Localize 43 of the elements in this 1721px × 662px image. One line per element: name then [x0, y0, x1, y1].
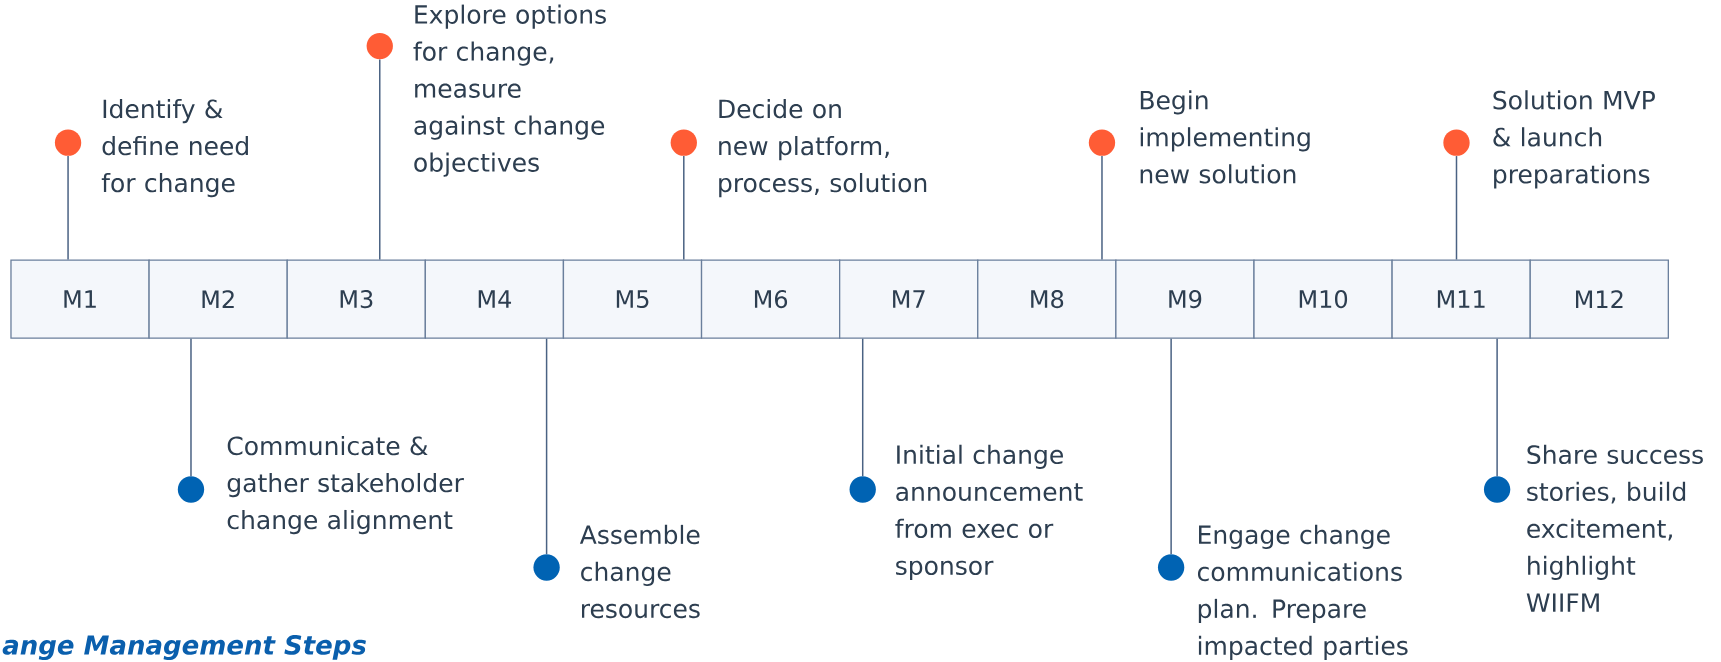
month-cell: M7	[839, 259, 979, 339]
timeline-dot	[1088, 129, 1116, 156]
month-cell: M6	[700, 259, 841, 339]
connector-line	[1101, 155, 1103, 261]
month-cell: M5	[562, 259, 703, 339]
timeline-dot	[177, 476, 205, 503]
timeline-dot	[670, 129, 697, 156]
title: ange Management Steps	[2, 635, 366, 661]
step-description: Solution MVP & launch preparations	[1493, 90, 1655, 189]
step-description: Communicate & gather stakeholder change alignment	[227, 435, 464, 535]
connector-line	[190, 337, 192, 477]
step-description: Decide on new platform, process, solution	[719, 99, 927, 198]
connector-line	[1455, 155, 1458, 261]
step-description: Begin implementing new solution	[1140, 90, 1310, 184]
connector-line	[1170, 337, 1172, 555]
connector-line	[1496, 337, 1498, 477]
step-description: Explore options for change, measure against change objectives	[413, 4, 606, 177]
timeline-dot	[533, 554, 560, 581]
month-cell: M12	[1529, 259, 1669, 339]
month-cell: M3	[286, 259, 426, 339]
step-description: Share success stories, build excitement, highlight WIIFM	[1526, 444, 1703, 612]
month-cell: M2	[148, 259, 288, 339]
month-cell: M11	[1391, 259, 1531, 339]
month-cell: M9	[1115, 259, 1255, 339]
month-cell: M1	[10, 259, 150, 339]
connector-line	[545, 337, 548, 555]
step-description: Engage change communications plan. Prepare impacted parties	[1197, 524, 1408, 661]
timeline-dot	[1157, 554, 1185, 581]
timeline-dot	[54, 129, 82, 156]
timeline-dot	[849, 476, 876, 503]
month-cell: M8	[977, 259, 1117, 339]
step-description: Initial change announcement from exec or sponsor	[895, 444, 1083, 580]
step-description: Identify & define need for change	[101, 99, 248, 198]
timeline-dot	[1443, 129, 1470, 156]
connector-line	[379, 58, 381, 261]
timeline-dot	[1483, 476, 1511, 503]
month-cell: M10	[1253, 259, 1393, 339]
connector-line	[683, 155, 685, 261]
connector-line	[67, 155, 69, 261]
timeline-dot	[366, 32, 393, 60]
step-description: Assemble change resources	[579, 524, 700, 619]
connector-line	[861, 337, 864, 477]
month-cell: M4	[424, 259, 565, 339]
